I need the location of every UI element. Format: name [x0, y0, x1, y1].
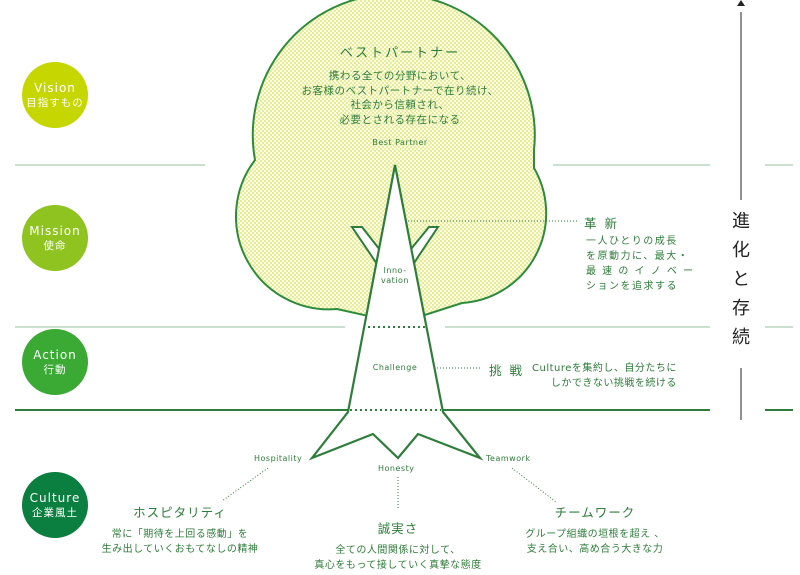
leader-lines [221, 220, 578, 508]
honesty-label: Honesty [378, 464, 415, 473]
best-partner-label: Best Partner [372, 138, 428, 147]
vision-title: ベストパートナー [339, 46, 461, 61]
level-jp: 使命 [43, 239, 67, 252]
vision-line: 携わる全ての分野において、 [328, 70, 472, 82]
level-en: Action [33, 347, 77, 362]
challenge-line: しかできない挑戦を続ける [550, 378, 677, 389]
hospitality-line: 生み出していくおもてなしの精神 [101, 544, 259, 555]
challenge-title: 挑 戦 [489, 363, 524, 378]
level-en: Mission [29, 223, 81, 238]
innovation-label: Inno- vation [370, 266, 420, 286]
honesty-title: 誠実さ [377, 521, 419, 536]
level-action: Action 行動 [22, 329, 88, 395]
level-jp: 行動 [43, 363, 67, 376]
level-vision: Vision 目指すもの [22, 62, 88, 128]
innovation-line: ションを追求する [586, 281, 678, 292]
teamwork-line: グループ組織の垣根を超え 、 [525, 529, 665, 540]
honesty-block: 誠実さ 全ての人間関係に対して、 真心をもって接していく真摯な態度 [300, 518, 496, 573]
honesty-line: 全ての人間関係に対して、 [335, 545, 461, 556]
hospitality-label: Hospitality [254, 454, 303, 463]
challenge-desc: Cultureを集約し、自分たちに しかできない挑戦を続ける [532, 361, 677, 391]
challenge-label: Challenge [372, 363, 418, 372]
level-culture: Culture 企業風土 [22, 472, 88, 538]
innovation-line: 最 速 の イ ノ ベ ー [586, 266, 695, 277]
arrow-up-icon [737, 0, 745, 6]
level-mission: Mission 使命 [22, 205, 88, 271]
innovation-desc: 一人ひとりの成長 を原動力に、最大・ 最 速 の イ ノ ベ ー ションを追求す… [586, 234, 695, 294]
challenge-line: Cultureを集約し、自分たちに [532, 363, 677, 374]
level-en: Culture [29, 490, 81, 505]
tree-foliage [235, 0, 548, 325]
level-jp: 目指すもの [26, 96, 84, 109]
vision-line: 社会から信頼され、 [350, 99, 450, 111]
teamwork-title: チームワーク [554, 505, 636, 520]
teamwork-line: 支え合い、高め合う大きな力 [526, 544, 664, 555]
hospitality-block: ホスピタリティ 常に「期待を上回る感動」を 生み出していくおもてなしの精神 [100, 502, 260, 557]
honesty-line: 真心をもって接していく真摯な態度 [314, 560, 482, 571]
teamwork-block: チームワーク グループ組織の垣根を超え 、 支え合い、高め合う大きな力 [510, 502, 680, 557]
hospitality-title: ホスピタリティ [133, 505, 227, 520]
innovation-line: を原動力に、最大・ [586, 251, 690, 262]
innovation-line: 一人ひとりの成長 [586, 236, 678, 247]
axis-label: 進化と存続 [732, 211, 750, 348]
vision-block: ベストパートナー 携わる全ての分野において、 お客様のベストパートナーで在り続け… [280, 42, 520, 147]
vision-line: お客様のベストパートナーで在り続け、 [301, 84, 499, 97]
level-jp: 企業風土 [32, 506, 78, 519]
vision-line: 必要とされる存在になる [339, 113, 461, 126]
teamwork-label: Teamwork [486, 454, 531, 463]
innovation-title: 革 新 [584, 216, 619, 231]
tree-trunk [308, 164, 484, 461]
level-en: Vision [34, 80, 76, 95]
hospitality-line: 常に「期待を上回る感動」を [111, 529, 249, 540]
innovation-label-1: Inno- [383, 266, 407, 275]
innovation-label-2: vation [381, 276, 409, 285]
